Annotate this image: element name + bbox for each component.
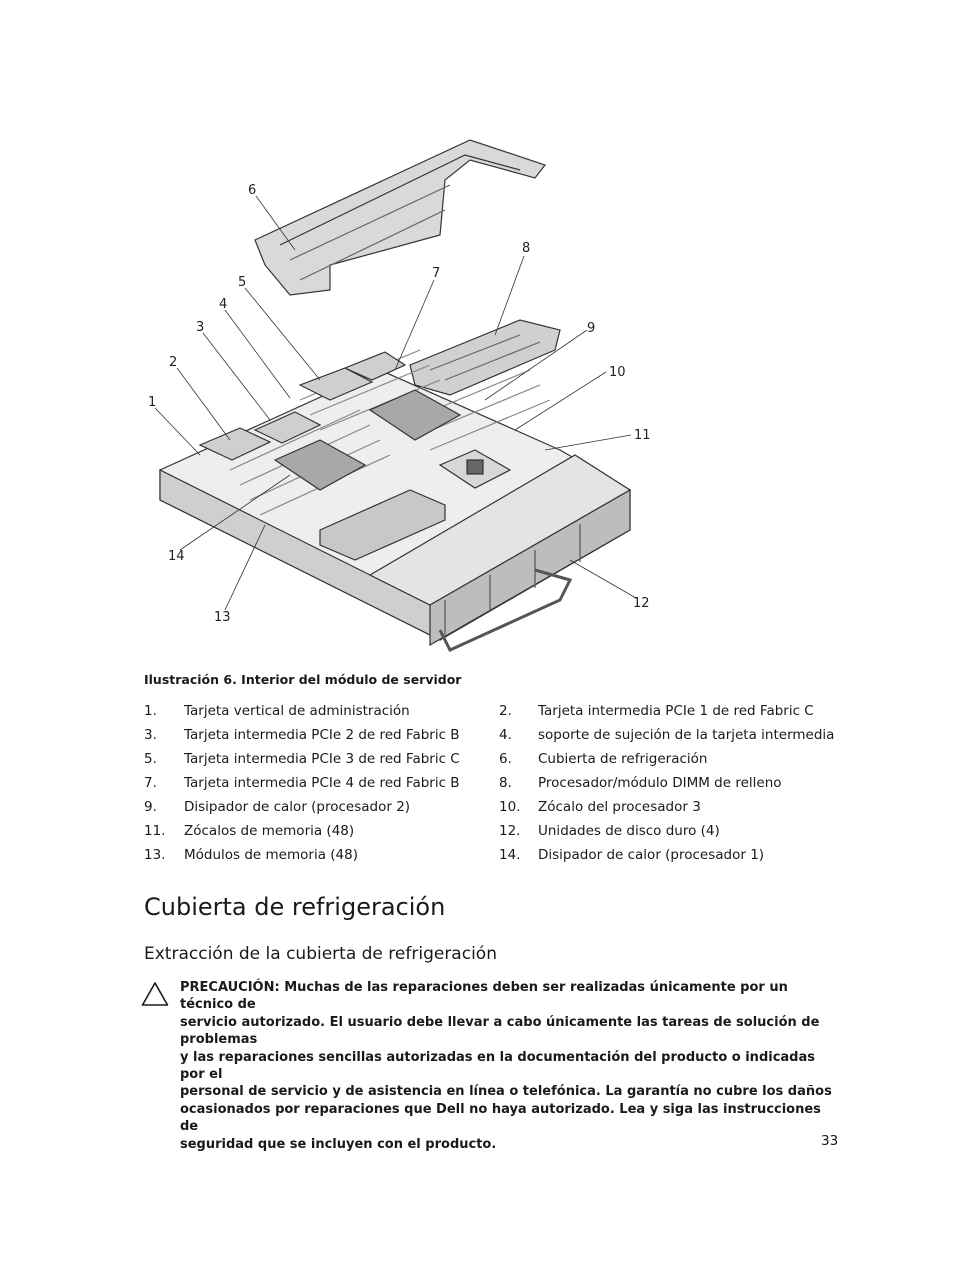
server-module-illustration: 1 2 3 4 5 6 7 8 9 10 11 12 13 14 [140,120,660,665]
legend-text: Procesador/módulo DIMM de relleno [538,775,782,791]
legend-number: 7. [144,775,157,791]
legend-number: 4. [499,727,512,743]
caution-text: PRECAUCIÓN: Muchas de las reparaciones d… [180,979,840,1153]
subsection-heading: Extracción de la cubierta de refrigeraci… [144,944,497,964]
callout-9: 9 [587,321,595,336]
warning-triangle-icon [141,982,169,1006]
legend-text: Tarjeta intermedia PCIe 3 de red Fabric … [184,751,460,767]
legend-text: Disipador de calor (procesador 2) [184,799,411,815]
callout-8: 8 [522,241,530,256]
legend-number: 6. [499,751,512,767]
legend-text: Tarjeta vertical de administración [184,703,410,719]
callout-5: 5 [238,275,246,290]
mezzanine-card-3 [298,367,374,401]
callout-4: 4 [219,297,227,312]
handle [438,568,573,652]
callout-6: 6 [248,183,256,198]
legend-list: 1. Tarjeta vertical de administración 2.… [144,703,844,871]
legend-number: 12. [499,823,521,839]
caution-line: seguridad que se incluyen con el product… [180,1136,497,1152]
callout-3: 3 [196,320,204,335]
cooling-shroud-shape [254,139,546,296]
legend-number: 10. [499,799,521,815]
callout-2: 2 [169,355,177,370]
legend-number: 3. [144,727,157,743]
callout-11: 11 [634,428,651,443]
figure-caption: Ilustración 6. Interior del módulo de se… [144,672,462,687]
legend-text: Unidades de disco duro (4) [538,823,720,839]
legend-row: 9. Disipador de calor (procesador 2) 10.… [144,799,844,823]
dimm-blank-front [319,489,446,561]
mezzanine-card-4 [343,351,407,381]
legend-row: 13. Módulos de memoria (48) 14. Disipado… [144,847,844,871]
heat-sink-1 [273,439,367,491]
legend-number: 8. [499,775,512,791]
legend-text: Zócalos de memoria (48) [184,823,355,839]
legend-text: Zócalo del procesador 3 [538,799,701,815]
legend-row: 7. Tarjeta intermedia PCIe 4 de red Fabr… [144,775,844,799]
callout-7: 7 [432,266,440,281]
legend-text: Tarjeta intermedia PCIe 4 de red Fabric … [184,775,460,791]
section-heading: Cubierta de refrigeración [144,893,446,921]
legend-text: Tarjeta intermedia PCIe 2 de red Fabric … [184,727,460,743]
chassis-side [159,469,441,641]
legend-number: 13. [144,847,166,863]
legend-text: Disipador de calor (procesador 1) [538,847,765,863]
heat-sink-2 [368,389,462,441]
mezzanine-card-2 [253,411,322,444]
server-module-drawing: 1 2 3 4 5 6 7 8 9 10 11 12 13 14 [148,139,651,652]
legend-number: 2. [499,703,512,719]
legend-row: 11. Zócalos de memoria (48) 12. Unidades… [144,823,844,847]
legend-row: 1. Tarjeta vertical de administración 2.… [144,703,844,727]
legend-row: 5. Tarjeta intermedia PCIe 3 de red Fabr… [144,751,844,775]
legend-number: 14. [499,847,521,863]
cooling-shroud-top [279,154,521,246]
caution-line: y las reparaciones sencillas autorizadas… [180,1049,815,1083]
caution-line: ocasionados por reparaciones que Dell no… [180,1101,821,1135]
legend-text: Módulos de memoria (48) [184,847,358,863]
callout-12: 12 [633,596,650,611]
legend-text: Cubierta de refrigeración [538,751,708,767]
caution-line: personal de servicio y de asistencia en … [180,1084,832,1100]
mezzanine-card-1 [198,427,272,461]
callout-10: 10 [609,365,626,380]
legend-number: 5. [144,751,157,767]
caution-line: PRECAUCIÓN: Muchas de las reparaciones d… [180,980,788,1013]
legend-row: 3. Tarjeta intermedia PCIe 2 de red Fabr… [144,727,844,751]
callout-14: 14 [168,549,185,564]
callout-13: 13 [214,610,231,625]
page-number: 33 [821,1133,839,1149]
legend-text: soporte de sujeción de la tarjeta interm… [538,727,835,743]
legend-number: 11. [144,823,166,839]
legend-text: Tarjeta intermedia PCIe 1 de red Fabric … [538,703,814,719]
callout-1: 1 [148,395,156,410]
legend-number: 1. [144,703,157,719]
caution-line: servicio autorizado. El usuario debe lle… [180,1014,820,1048]
legend-number: 9. [144,799,157,815]
